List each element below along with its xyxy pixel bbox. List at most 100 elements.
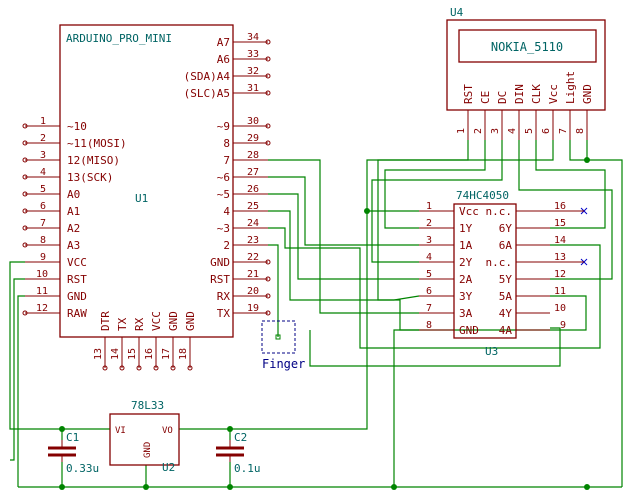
u2-body: [109, 413, 180, 466]
wire-d7: [268, 159, 419, 314]
u1-pin-number: 31: [247, 83, 259, 94]
u1-pin-name: GND: [210, 256, 230, 269]
u1-pin-number: 14: [110, 348, 121, 360]
u3-pin-name: 6A: [499, 239, 513, 252]
wire-nokia-gnd: [586, 140, 623, 487]
u1-pin-name: 8: [223, 137, 230, 150]
u3-pin-number: 15: [554, 218, 566, 229]
c2-capacitor: C2 0.1u: [216, 431, 261, 475]
u3-body: [453, 203, 517, 339]
u1-pin-name: GND: [184, 311, 197, 331]
u4-pin-name: DIN: [513, 84, 526, 104]
u1-pin-number: 13: [93, 348, 104, 360]
finger-pad-terminal: [275, 334, 281, 340]
wire-d2: [268, 244, 279, 337]
u1-pin-name: TX: [116, 317, 129, 331]
wire-nokia-din: [518, 140, 613, 280]
wire-nokia-dc: [371, 140, 503, 263]
u1-pin-name: 4: [223, 205, 230, 218]
u1-pin-name: TX: [217, 307, 231, 320]
u3-pin-number: 13: [554, 252, 566, 263]
u4-pin-number: 3: [490, 128, 501, 134]
u4-pin-name: GND: [581, 84, 594, 104]
u1-pin-name: 7: [223, 154, 230, 167]
u1-pin-number: 34: [247, 32, 259, 43]
u1-pin-name: ~9: [217, 120, 230, 133]
u1-pin-name: A3: [67, 239, 80, 252]
u4-pin-name: CLK: [530, 84, 543, 104]
finger-pad: Finger: [261, 320, 305, 371]
u3-pin-name: 1A: [459, 239, 473, 252]
wire-nokia-light: [569, 140, 587, 161]
u1-pin-name: (SDA)A4: [184, 70, 231, 83]
u3-pin-number: 16: [554, 201, 566, 212]
wire-d4: [268, 210, 587, 331]
u3-pin-name: 5A: [499, 290, 513, 303]
u1-pin-number: 25: [247, 201, 259, 212]
u1-pin-name: A2: [67, 222, 80, 235]
u3-pin-name: n.c.: [486, 256, 513, 269]
u3-pin-name: 6Y: [499, 222, 513, 235]
u3-pin-name: 3Y: [459, 290, 473, 303]
c2-ref: C2: [234, 431, 247, 444]
u1-pin-name: VCC: [150, 311, 163, 331]
u1-body: [59, 24, 234, 338]
u4-body: [446, 19, 606, 111]
u1-pin-number: 5: [40, 184, 46, 195]
u3-ref: U3: [485, 345, 498, 358]
u2-value: 78L33: [131, 399, 164, 412]
u3-pin-number: 11: [554, 286, 566, 297]
u1-pin-name: ~3: [217, 222, 230, 235]
u2-vo: VO: [162, 426, 173, 436]
u1-pin-number: 30: [247, 116, 259, 127]
u4-pin-number: 5: [524, 128, 535, 134]
u2-78l33: 78L33 VI VO GND U2: [109, 399, 180, 474]
u1-pin-number: 29: [247, 133, 259, 144]
u2-ref: U2: [162, 461, 175, 474]
u1-arduino-pro-mini: ARDUINO_PRO_MINI U1 1 2 3 4 5 6 7 8 9 10…: [25, 24, 268, 368]
u3-74hc4050: 74HC4050 U3 1 2 3 4 5 6 7 8 Vcc 1Y 1A 2Y…: [419, 189, 588, 358]
u3-pin-name: 2A: [459, 273, 473, 286]
u3-pin-number: 4: [426, 252, 432, 263]
u3-pin-number: 3: [426, 235, 432, 246]
c2-value: 0.1u: [234, 462, 261, 475]
u3-pin-name: GND: [459, 324, 479, 337]
u3-pin-number: 10: [554, 303, 566, 314]
u1-pin-number: 27: [247, 167, 259, 178]
u1-pin-name: A7: [217, 36, 230, 49]
u3-pin-number: 12: [554, 269, 566, 280]
wire-gnd-u1: [17, 295, 25, 487]
u4-pin-name: Light: [564, 71, 577, 104]
wire-nokia-vcc: [366, 140, 554, 211]
junction: [59, 426, 65, 432]
wire-gnd-u3: [393, 329, 419, 487]
finger-label: Finger: [262, 357, 305, 371]
u3-pin-number: 9: [560, 320, 566, 331]
u1-pin-number: 21: [247, 269, 259, 280]
junction: [364, 208, 370, 214]
c1-capacitor: C1 0.33u: [48, 431, 99, 475]
u1-pin-number: 20: [247, 286, 259, 297]
u4-ref: U4: [450, 6, 464, 19]
u1-pin-number: 24: [247, 218, 259, 229]
u4-pin-number: 4: [507, 128, 518, 134]
u1-pin-name: GND: [67, 290, 87, 303]
u1-pin-number: 28: [247, 150, 259, 161]
u1-pin-name: 12(MISO): [67, 154, 120, 167]
u1-pin-name: A1: [67, 205, 80, 218]
u4-pin-number: 2: [473, 128, 484, 134]
u3-pin-name: 4A: [499, 324, 513, 337]
u1-pin-number: 17: [161, 348, 172, 360]
no-connect-icon: [550, 207, 588, 215]
u4-pin-name: Vcc: [547, 84, 560, 104]
u1-pin-number: 19: [247, 303, 259, 314]
u4-pin-name: CE: [479, 91, 492, 104]
u1-pin-name: RX: [217, 290, 231, 303]
u1-pin-number: 26: [247, 184, 259, 195]
u4-pin-number: 8: [575, 128, 586, 134]
u4-display: [458, 29, 597, 63]
u1-pin-name: 13(SCK): [67, 171, 113, 184]
u3-value: 74HC4050: [456, 189, 509, 202]
wires: [9, 140, 623, 488]
